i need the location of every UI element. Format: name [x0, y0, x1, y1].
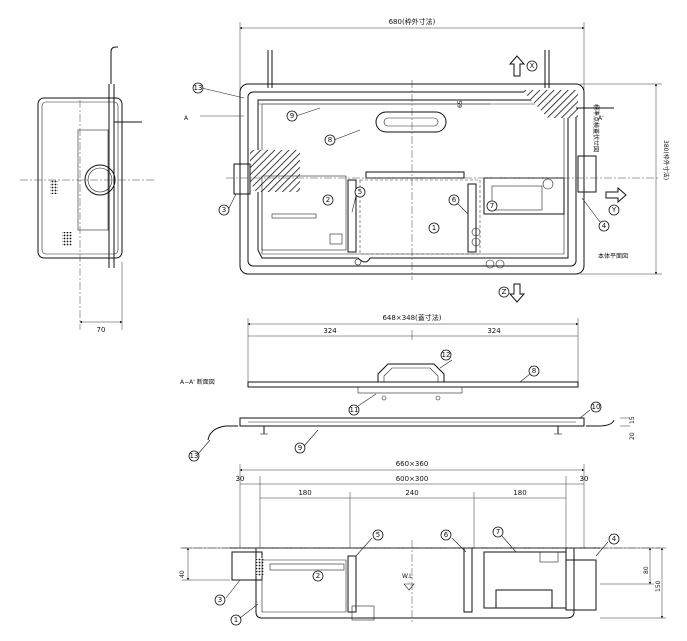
svg-text:5: 5	[376, 531, 380, 539]
callout-1-elev	[230, 614, 242, 626]
plan-view-title: 本体平面図	[598, 252, 628, 260]
callout-6-elev	[440, 529, 452, 541]
lid-dim: 648×348(蓋寸法)	[382, 313, 441, 322]
reference-note: 標準点検蓋伏せ図	[592, 104, 600, 152]
arrow-y-label: Y	[611, 206, 617, 214]
elevation-view: 660×360 600×300 30 30 180 240 180 W.L	[179, 460, 666, 622]
svg-text:4: 4	[602, 222, 607, 230]
plan-view: 680(枠外寸法)	[184, 17, 670, 303]
callout-8-top	[324, 134, 336, 146]
callout-4-elev	[608, 533, 620, 545]
svg-text:7: 7	[496, 528, 500, 536]
callout-1-top	[428, 222, 440, 234]
seg2-dim: 240	[405, 489, 418, 497]
svg-text:9: 9	[290, 112, 294, 120]
section-callouts: 12 8 11 10 9 13	[188, 349, 602, 462]
dim-65: 65	[457, 100, 464, 108]
svg-text:4: 4	[612, 535, 617, 543]
callout-9-sec	[294, 442, 306, 454]
svg-text:1: 1	[234, 616, 238, 624]
svg-text:11: 11	[350, 406, 359, 414]
height-150: 150	[655, 580, 662, 592]
callout-7-top	[486, 200, 498, 212]
svg-text:12: 12	[442, 351, 451, 359]
half-right-dim: 324	[487, 327, 501, 335]
elevation-callouts: 5 6 7 4 2 3 1	[214, 526, 620, 626]
arrow-z-label: Z	[502, 288, 507, 296]
svg-text:10: 10	[592, 403, 601, 411]
callout-13-top	[192, 82, 204, 94]
callout-11-sec	[348, 404, 360, 416]
callout-7-elev	[492, 526, 504, 538]
svg-text:2: 2	[326, 196, 330, 204]
plan-overall-dim: 680(枠外寸法)	[389, 17, 436, 26]
callout-3-top	[218, 204, 230, 216]
arrow-x-label: X	[530, 62, 535, 70]
svg-text:2: 2	[316, 572, 320, 580]
inner-dim: 600×300	[396, 475, 429, 483]
svg-text:3: 3	[218, 596, 222, 604]
svg-text:5: 5	[358, 188, 362, 196]
callout-10-sec	[590, 401, 602, 413]
svg-text:1: 1	[432, 224, 436, 232]
plan-callouts: 13 9 8 3 2 5 1 6 7 4	[192, 82, 610, 234]
svg-text:7: 7	[490, 202, 494, 210]
callout-8-sec	[528, 365, 540, 377]
svg-text:6: 6	[452, 196, 457, 204]
svg-text:8: 8	[328, 136, 332, 144]
callout-6-top	[448, 194, 460, 206]
plan-side-dim: 380(枠外寸法)	[662, 140, 670, 180]
svg-text:9: 9	[298, 444, 302, 452]
height-80: 80	[643, 566, 650, 574]
callout-5-elev	[372, 529, 384, 541]
callout-9-top	[286, 110, 298, 122]
height-40: 40	[179, 570, 186, 578]
seg1-dim: 180	[298, 489, 311, 497]
svg-text:8: 8	[532, 367, 536, 375]
edge-right-dim: 30	[580, 475, 589, 483]
svg-text:6: 6	[444, 531, 449, 539]
callout-5-top	[354, 186, 366, 198]
section-mark-a: A	[184, 115, 189, 122]
svg-text:3: 3	[222, 206, 226, 214]
edge-left-dim: 30	[236, 475, 245, 483]
callout-2-elev	[312, 570, 324, 582]
dim-15: 15	[629, 416, 636, 424]
callout-3-elev	[214, 594, 226, 606]
outer-dim: 660×360	[396, 460, 429, 468]
section-mark-a-prime: A'	[598, 115, 604, 122]
seg3-dim: 180	[513, 489, 526, 497]
side-dim-70: 70	[97, 326, 106, 334]
water-level-mark: W.L	[402, 573, 413, 580]
side-view: 70	[20, 46, 155, 334]
callout-13-sec	[188, 450, 200, 462]
svg-text:13: 13	[194, 84, 203, 92]
section-title: A−A' 断面図	[180, 378, 215, 386]
callout-12-sec	[440, 349, 452, 361]
dim-20: 20	[629, 432, 636, 440]
half-left-dim: 324	[323, 327, 337, 335]
svg-text:13: 13	[190, 452, 199, 460]
section-view: 648×348(蓋寸法) 324 324 A−A' 断面図 15 20	[180, 313, 636, 441]
callout-4-top	[598, 220, 610, 232]
callout-2-top	[322, 194, 334, 206]
